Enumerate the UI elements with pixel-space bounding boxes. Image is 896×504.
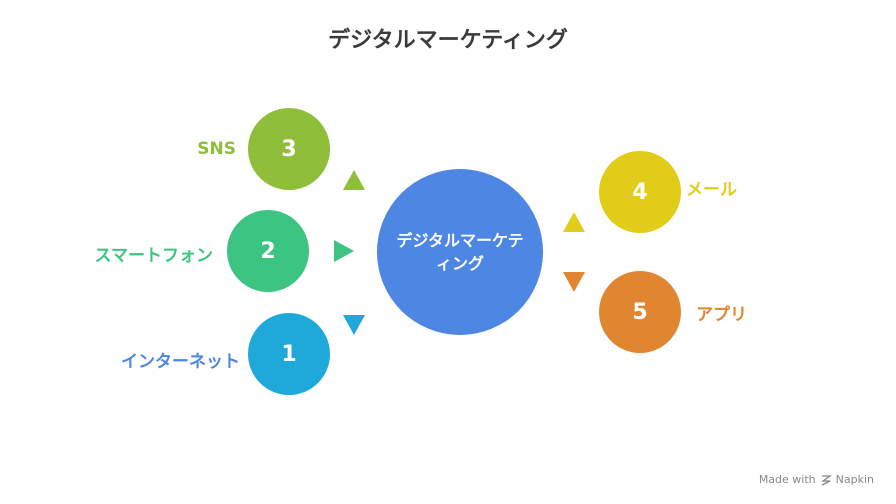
napkin-logo-icon (820, 474, 832, 486)
node-1-number: 1 (281, 341, 297, 367)
arrow-up-icon (343, 170, 365, 190)
node-5-label: アプリ (696, 305, 747, 325)
node-3-label: SNS (197, 139, 236, 159)
node-1-circle: 1 (248, 313, 330, 395)
arrow-right-icon (334, 240, 354, 262)
node-2-number: 2 (260, 238, 276, 264)
node-3-circle: 3 (248, 108, 330, 190)
node-2-label: スマートフォン (94, 246, 214, 266)
page-title: デジタルマーケティング (328, 28, 568, 53)
node-1-label: インターネット (121, 352, 240, 372)
center-circle: デジタルマーケティング (377, 169, 543, 335)
footer-text: Made with (758, 473, 816, 486)
arrow-down-icon (343, 315, 365, 335)
node-4-label: メール (686, 180, 737, 200)
arrow-up-icon (563, 212, 585, 232)
center-label: デジタルマーケティング (396, 230, 524, 273)
footer-credit: Made with Napkin (759, 473, 874, 486)
node-4-number: 4 (632, 179, 648, 205)
node-2-circle: 2 (227, 210, 309, 292)
arrow-down-icon (563, 272, 585, 292)
node-5-circle: 5 (599, 271, 681, 353)
node-4-circle: 4 (599, 151, 681, 233)
node-5-number: 5 (632, 299, 648, 325)
footer-brand: Napkin (835, 473, 874, 486)
node-3-number: 3 (281, 136, 297, 162)
